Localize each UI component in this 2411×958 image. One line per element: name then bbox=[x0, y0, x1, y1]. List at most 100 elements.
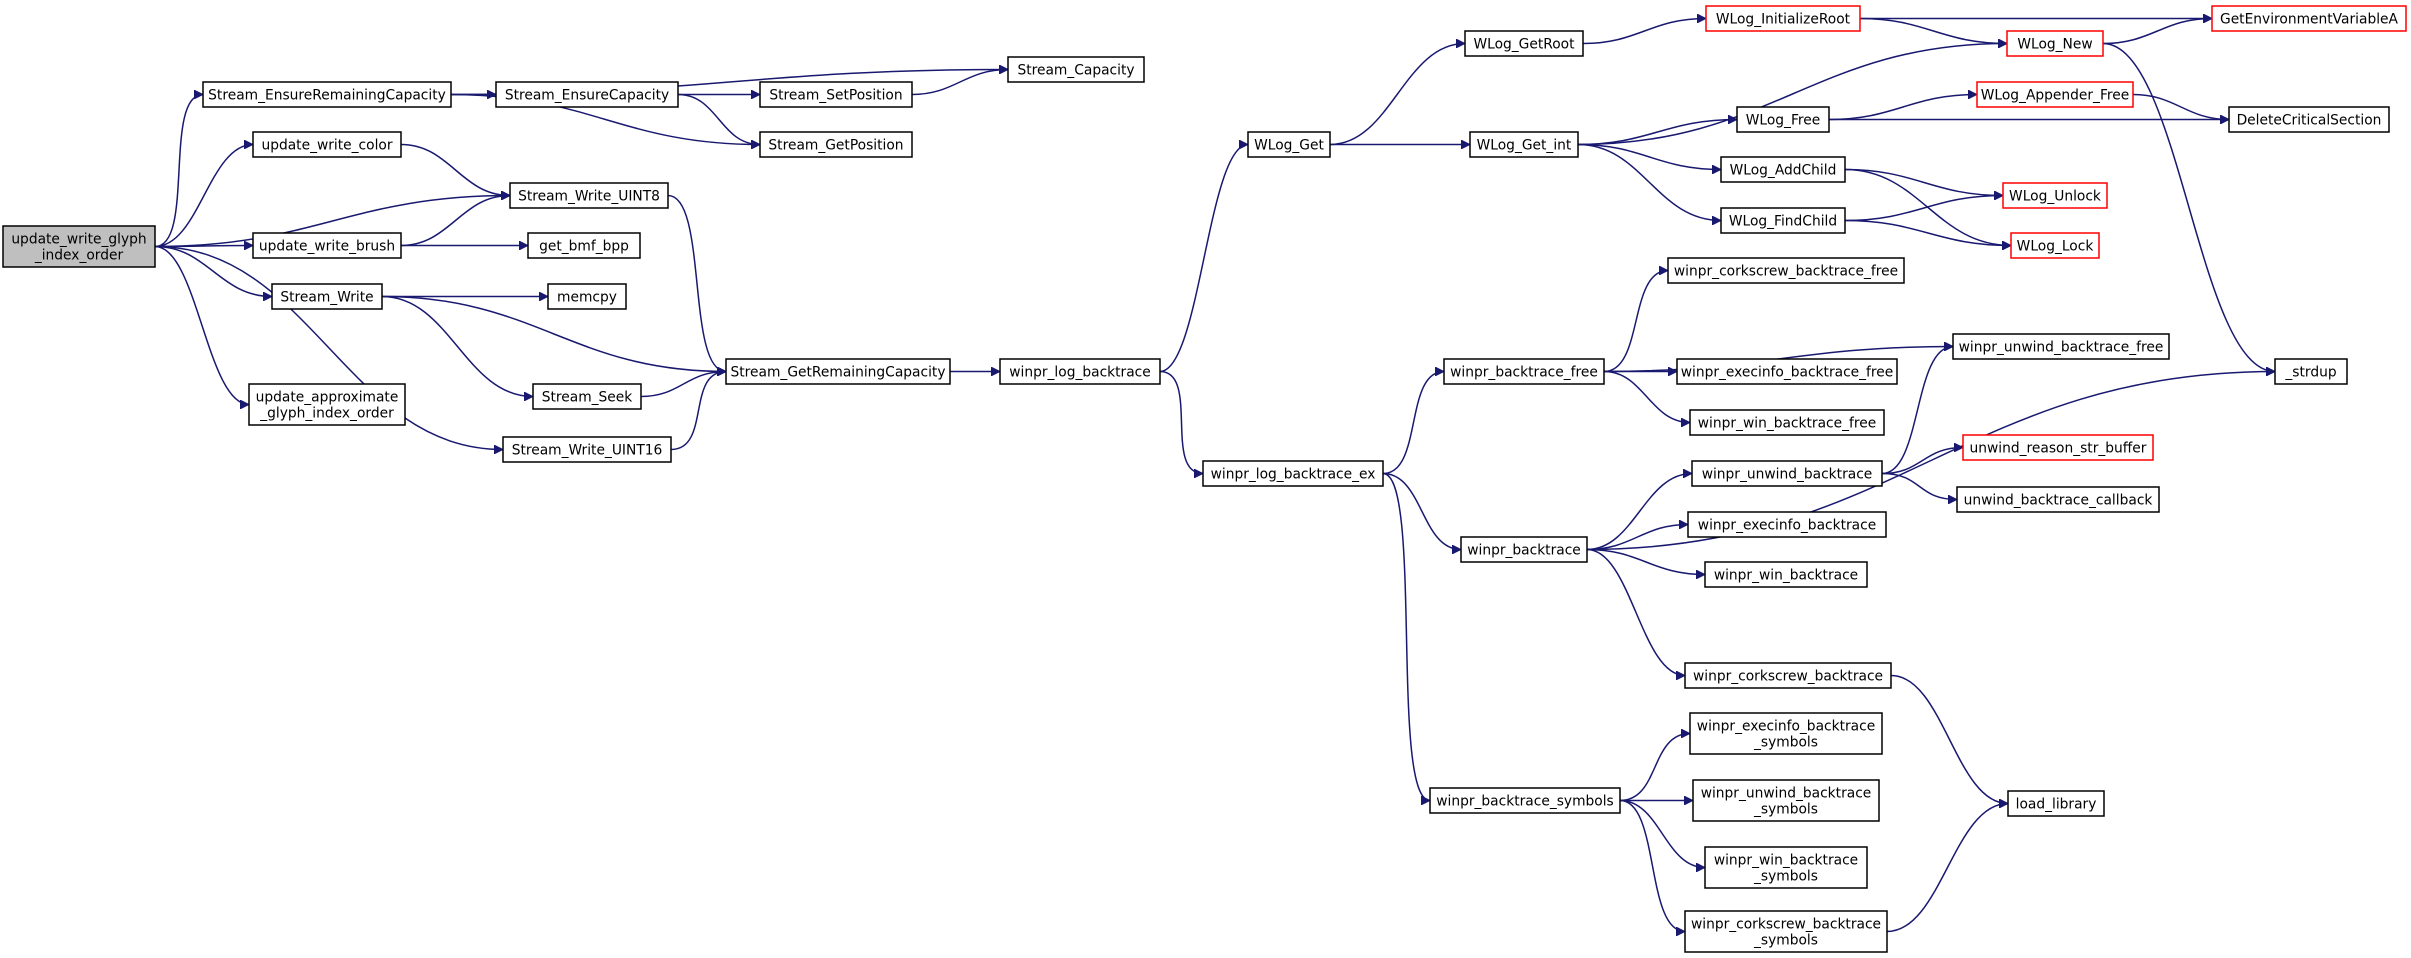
edge-winpr-backtrace-to-winpr-corkscrew-backtrace bbox=[1586, 548, 1685, 676]
node-wlog-free[interactable]: WLog_Free bbox=[1736, 106, 1830, 133]
node-winpr-corkscrew-backtrace-free[interactable]: winpr_corkscrew_backtrace_free bbox=[1667, 257, 1905, 284]
node-box bbox=[1956, 486, 2160, 513]
node-label: winpr_corkscrew_backtrace bbox=[1691, 917, 1881, 933]
node-update-approximate-glyph-index-order[interactable]: update_approximate_glyph_index_order bbox=[248, 383, 406, 426]
node-box bbox=[1202, 460, 1384, 487]
edge-winpr-backtrace-to-winpr-unwind-backtrace bbox=[1586, 474, 1692, 551]
node-wlog-get-int[interactable]: WLog_Get_int bbox=[1469, 131, 1579, 158]
node-winpr-unwind-backtrace-free[interactable]: winpr_unwind_backtrace_free bbox=[1952, 333, 2170, 360]
node-wlog-getroot[interactable]: WLog_GetRoot bbox=[1464, 30, 1584, 57]
node-stream-getposition[interactable]: Stream_GetPosition bbox=[759, 131, 913, 158]
node-stream-seek[interactable]: Stream_Seek bbox=[532, 383, 642, 410]
node-winpr-execinfo-backtrace-free[interactable]: winpr_execinfo_backtrace_free bbox=[1676, 358, 1898, 385]
node-box bbox=[502, 436, 672, 463]
edge-path bbox=[1886, 804, 2008, 933]
node-box bbox=[1736, 106, 1830, 133]
node-box bbox=[509, 182, 669, 209]
node-label: winpr_corkscrew_backtrace_free bbox=[1674, 264, 1898, 280]
node-stream-setposition[interactable]: Stream_SetPosition bbox=[759, 81, 913, 108]
edge-wlog-getroot-to-wlog-initializeroot bbox=[1582, 19, 1706, 45]
node-label: winpr_backtrace_free bbox=[1450, 365, 1598, 381]
node-label: WLog_GetRoot bbox=[1473, 37, 1575, 53]
node-winpr-execinfo-backtrace-symbols[interactable]: winpr_execinfo_backtrace_symbols bbox=[1689, 712, 1883, 755]
node-box bbox=[725, 358, 951, 385]
edge-winpr-unwind-backtrace-to-unwind-backtrace-callback bbox=[1881, 472, 1957, 500]
node-winpr-backtrace-free[interactable]: winpr_backtrace_free bbox=[1443, 358, 1605, 385]
node-winpr-corkscrew-backtrace-symbols[interactable]: winpr_corkscrew_backtrace_symbols bbox=[1684, 910, 1888, 953]
node-update-write-glyph-index-order[interactable]: update_write_glyph_index_order bbox=[2, 225, 156, 268]
node-winpr-backtrace-symbols[interactable]: winpr_backtrace_symbols bbox=[1429, 787, 1621, 814]
node-winpr-execinfo-backtrace[interactable]: winpr_execinfo_backtrace bbox=[1687, 511, 1887, 538]
node-winpr-log-backtrace[interactable]: winpr_log_backtrace bbox=[999, 358, 1161, 385]
node-box bbox=[759, 81, 913, 108]
edge-path bbox=[1619, 734, 1690, 802]
node-label: Stream_EnsureCapacity bbox=[505, 88, 669, 104]
node-wlog-findchild[interactable]: WLog_FindChild bbox=[1720, 207, 1846, 234]
node-label: Stream_EnsureRemainingCapacity bbox=[208, 88, 446, 104]
edge-update-write-glyph-index-order-to-stream-write-uint16 bbox=[154, 245, 503, 450]
node-label: update_approximate bbox=[256, 390, 399, 406]
node-wlog-unlock[interactable]: WLog_Unlock bbox=[2002, 182, 2108, 209]
node-deletecriticalsection[interactable]: DeleteCriticalSection bbox=[2228, 106, 2390, 133]
node-label: winpr_log_backtrace_ex bbox=[1211, 467, 1376, 483]
node-winpr-log-backtrace-ex[interactable]: winpr_log_backtrace_ex bbox=[1202, 460, 1384, 487]
edge-winpr-backtrace-symbols-to-winpr-execinfo-backtrace-symbols bbox=[1619, 734, 1690, 802]
node-stream-capacity[interactable]: Stream_Capacity bbox=[1007, 56, 1145, 83]
edge-path bbox=[1159, 145, 1249, 373]
node-label: _symbols bbox=[1753, 933, 1818, 949]
node-box bbox=[1976, 81, 2134, 108]
node-wlog-appender-free[interactable]: WLog_Appender_Free bbox=[1976, 81, 2134, 108]
edge-path bbox=[1582, 19, 1706, 45]
node-load-library[interactable]: load_library bbox=[2007, 790, 2105, 817]
node-box bbox=[1692, 779, 1880, 822]
node-strdup[interactable]: _strdup bbox=[2274, 358, 2348, 385]
edge-path bbox=[1890, 674, 2008, 804]
node-winpr-corkscrew-backtrace[interactable]: winpr_corkscrew_backtrace bbox=[1684, 662, 1892, 689]
node-wlog-addchild[interactable]: WLog_AddChild bbox=[1720, 156, 1846, 183]
node-update-write-brush[interactable]: update_write_brush bbox=[252, 232, 402, 259]
node-label: winpr_unwind_backtrace_free bbox=[1959, 340, 2164, 356]
node-label: winpr_execinfo_backtrace bbox=[1698, 518, 1876, 534]
edge-wlog-findchild-to-wlog-unlock bbox=[1844, 196, 2003, 222]
node-box bbox=[1464, 30, 1584, 57]
node-label: unwind_reason_str_buffer bbox=[1970, 441, 2147, 457]
node-unwind-backtrace-callback[interactable]: unwind_backtrace_callback bbox=[1956, 486, 2160, 513]
node-get-bmf-bpp[interactable]: get_bmf_bpp bbox=[527, 232, 641, 259]
edge-path bbox=[1881, 347, 1954, 475]
node-wlog-lock[interactable]: WLog_Lock bbox=[2010, 232, 2100, 259]
node-stream-ensureremainingcapacity[interactable]: Stream_EnsureRemainingCapacity bbox=[202, 81, 452, 108]
node-box bbox=[1691, 460, 1883, 487]
node-wlog-get[interactable]: WLog_Get bbox=[1247, 131, 1331, 158]
node-label: winpr_backtrace bbox=[1467, 543, 1581, 559]
function-nodes: update_write_glyph_index_order Stream_Ens… bbox=[2, 5, 2407, 953]
node-winpr-backtrace[interactable]: winpr_backtrace bbox=[1460, 536, 1588, 563]
node-winpr-unwind-backtrace[interactable]: winpr_unwind_backtrace bbox=[1691, 460, 1883, 487]
node-stream-write-uint8[interactable]: Stream_Write_UINT8 bbox=[509, 182, 669, 209]
node-wlog-new[interactable]: WLog_New bbox=[2006, 30, 2104, 57]
node-box bbox=[2211, 5, 2407, 32]
node-box bbox=[2, 225, 156, 268]
node-getenvironmentvariablea[interactable]: GetEnvironmentVariableA bbox=[2211, 5, 2407, 32]
node-memcpy[interactable]: memcpy bbox=[547, 283, 627, 310]
node-label: WLog_New bbox=[2017, 37, 2092, 53]
edge-winpr-log-backtrace-ex-to-winpr-backtrace-free bbox=[1382, 372, 1445, 475]
node-label: unwind_backtrace_callback bbox=[1964, 493, 2153, 509]
node-winpr-unwind-backtrace-symbols[interactable]: winpr_unwind_backtrace_symbols bbox=[1692, 779, 1880, 822]
node-wlog-initializeroot[interactable]: WLog_InitializeRoot bbox=[1705, 5, 1861, 32]
node-label: Stream_GetPosition bbox=[768, 138, 903, 154]
node-unwind-reason-str-buffer[interactable]: unwind_reason_str_buffer bbox=[1962, 434, 2154, 461]
node-update-write-color[interactable]: update_write_color bbox=[252, 131, 402, 158]
node-stream-write[interactable]: Stream_Write bbox=[271, 283, 383, 310]
edge-wlog-appender-free-to-deletecriticalsection bbox=[2132, 93, 2229, 120]
node-winpr-win-backtrace[interactable]: winpr_win_backtrace bbox=[1704, 561, 1868, 588]
node-stream-ensurecapacity[interactable]: Stream_EnsureCapacity bbox=[495, 81, 679, 108]
node-box bbox=[1689, 409, 1885, 436]
node-box bbox=[1667, 257, 1905, 284]
node-winpr-win-backtrace-free[interactable]: winpr_win_backtrace_free bbox=[1689, 409, 1885, 436]
node-stream-getremainingcapacity[interactable]: Stream_GetRemainingCapacity bbox=[725, 358, 951, 385]
node-stream-write-uint16[interactable]: Stream_Write_UINT16 bbox=[502, 436, 672, 463]
edge-wlog-initializeroot-to-wlog-new bbox=[1859, 17, 2007, 44]
node-winpr-win-backtrace-symbols[interactable]: winpr_win_backtrace_symbols bbox=[1704, 846, 1868, 889]
edge-wlog-get-to-wlog-getroot bbox=[1329, 44, 1465, 146]
